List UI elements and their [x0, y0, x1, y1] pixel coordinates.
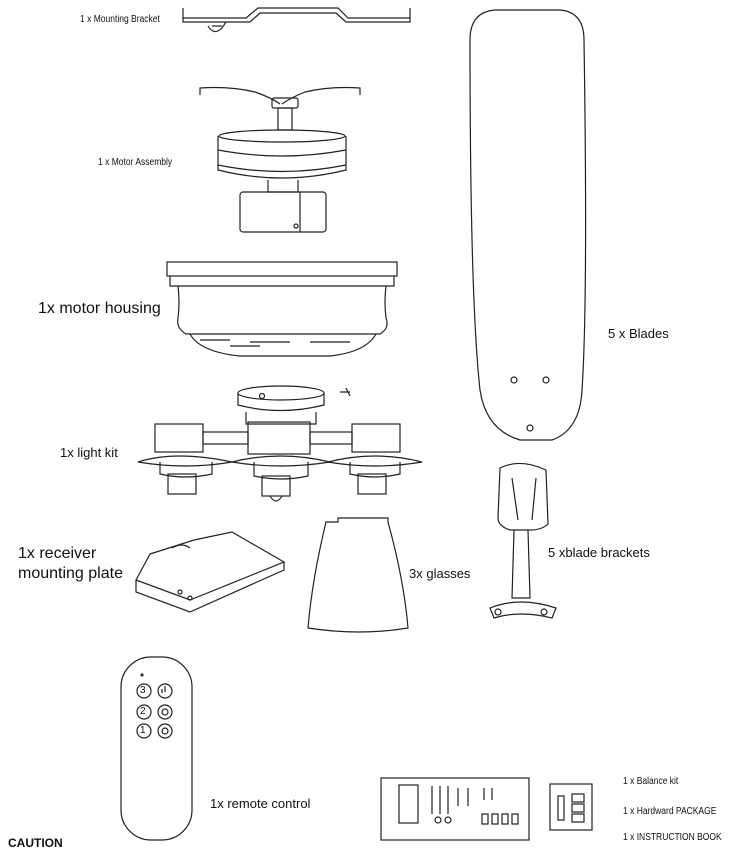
- label-blade-brackets: 5 xblade brackets: [548, 545, 650, 560]
- remote-button-3: 3: [140, 685, 146, 696]
- label-mounting-bracket: 1 x Mounting Bracket: [80, 14, 160, 25]
- receiver-plate-drawing: [135, 531, 286, 613]
- glass-drawing: [307, 517, 409, 633]
- label-blades: 5 x Blades: [608, 326, 669, 341]
- label-hardware-package: 1 x Hardward PACKAGE: [623, 806, 717, 817]
- motor-housing-drawing: [166, 261, 398, 357]
- label-light-kit: 1x light kit: [60, 445, 118, 460]
- balance-kit-drawing: [549, 783, 593, 831]
- blade-bracket-drawing: [489, 462, 557, 619]
- label-glasses: 3x glasses: [409, 566, 471, 581]
- caution-heading: CAUTION: [8, 836, 63, 850]
- label-receiver-line1: 1x receiver: [18, 545, 97, 562]
- label-motor-housing: 1x motor housing: [38, 300, 161, 317]
- hardware-package-drawing: [380, 777, 530, 841]
- label-motor-assembly: 1 x Motor Assembly: [98, 157, 173, 168]
- mounting-bracket-drawing: [182, 7, 411, 33]
- label-remote-control: 1x remote control: [210, 796, 311, 811]
- motor-assembly-drawing: [199, 86, 361, 233]
- remote-button-1: 1: [140, 725, 146, 736]
- remote-button-2: 2: [140, 706, 146, 717]
- light-kit-drawing: [137, 385, 423, 502]
- label-balance-kit: 1 x Balance kit: [623, 776, 679, 787]
- remote-drawing: [120, 656, 193, 841]
- label-instruction-book: 1 x INSTRUCTION BOOK: [623, 832, 722, 843]
- label-receiver-line2: mounting plate: [18, 565, 123, 582]
- blade-drawing: [469, 9, 587, 441]
